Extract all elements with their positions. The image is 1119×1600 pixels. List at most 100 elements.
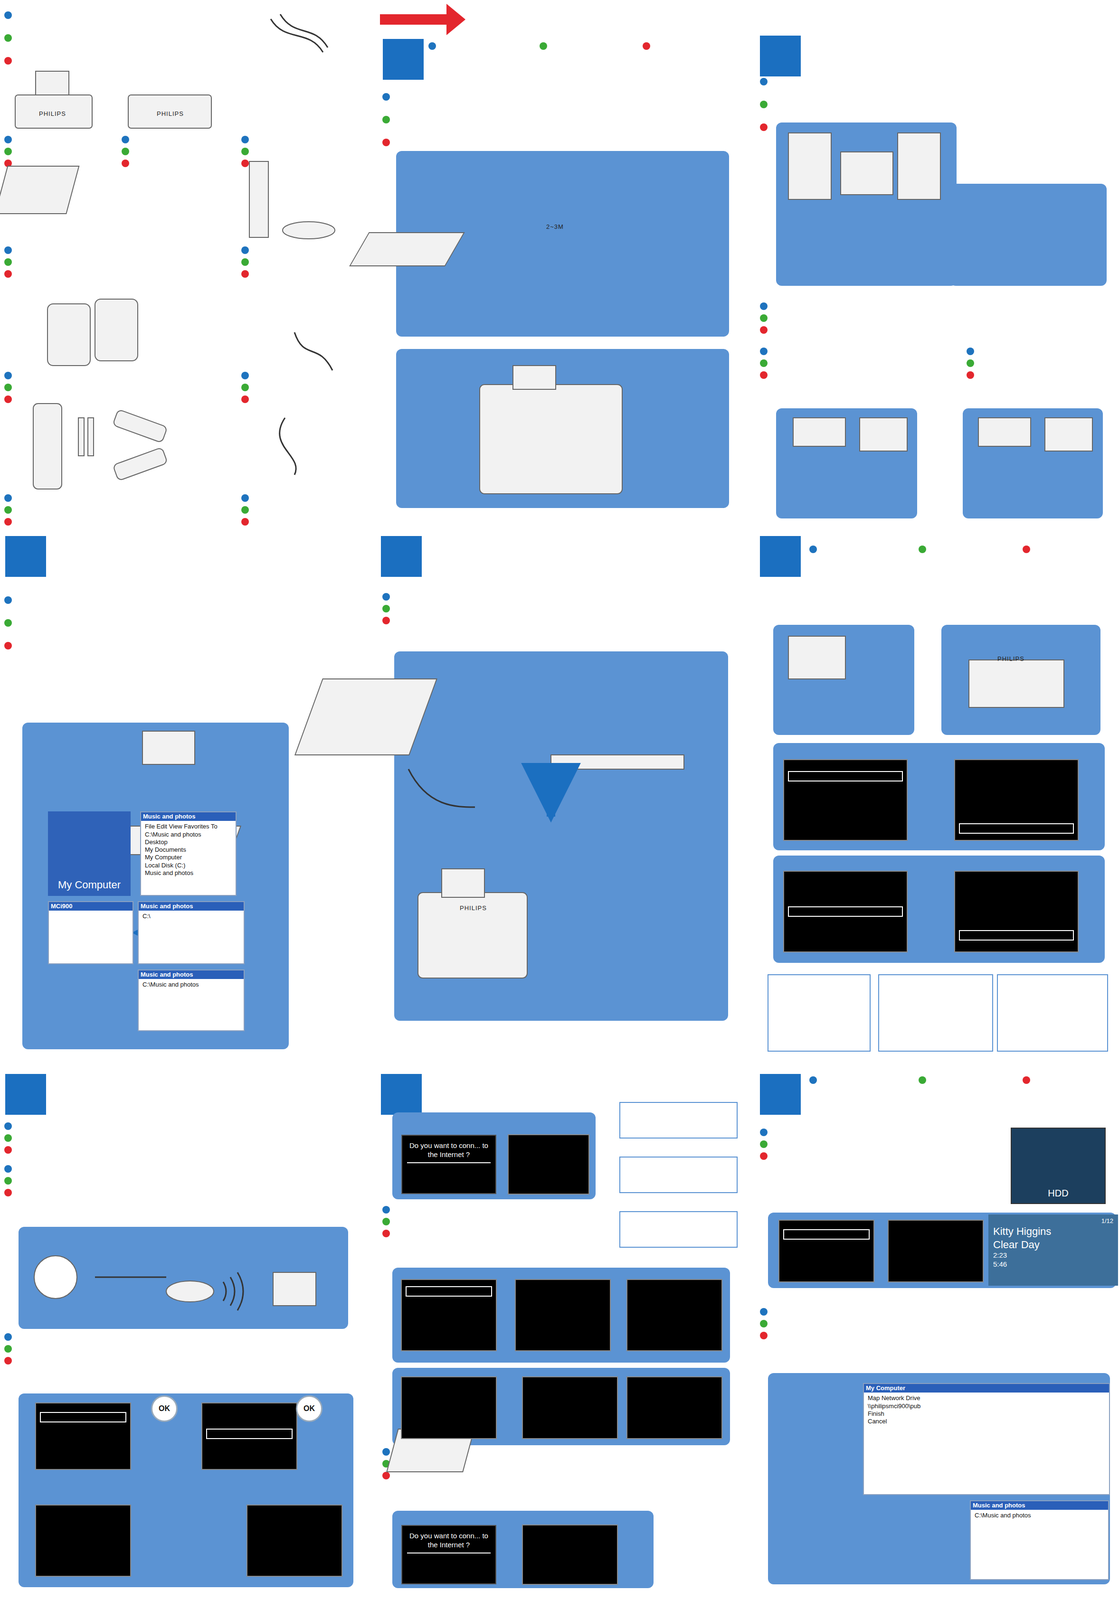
blue-panels (392, 1112, 596, 1200)
heading-dots (809, 1076, 817, 1085)
cables (294, 332, 333, 371)
color-dot-groups (759, 77, 768, 132)
color-dot-groups (121, 135, 130, 168)
screen-text: C:\Music and photos (144, 831, 232, 839)
device-drawings (793, 417, 846, 447)
step-squares (759, 1074, 801, 1116)
screen-text: 5:46 (993, 1260, 1114, 1270)
color-dot-groups (241, 135, 249, 168)
color-dot-groups (382, 1206, 390, 1238)
device-drawings (550, 755, 684, 770)
screens (35, 1403, 131, 1470)
screen-text: Kitty Higgins (993, 1225, 1114, 1239)
device-drawings (512, 365, 556, 390)
color-dot-groups (241, 371, 249, 404)
color-dot-groups (4, 1165, 12, 1197)
device-drawings (78, 417, 85, 456)
blue-panels (392, 1511, 654, 1589)
screen-text: Map Network Drive (867, 1394, 1106, 1403)
blue-panels (396, 349, 730, 509)
step-squares (380, 1074, 422, 1116)
screens (35, 1505, 131, 1577)
screen-bars (788, 771, 903, 782)
step-squares (759, 536, 801, 578)
dimension-label: 2~3M (546, 223, 564, 231)
device-drawings (273, 1272, 316, 1307)
color-dot-groups (4, 494, 12, 526)
color-dot-groups (4, 1333, 12, 1366)
screens (401, 1377, 497, 1440)
device-drawings (788, 132, 832, 200)
device-drawings (968, 660, 1064, 708)
step-squares (759, 35, 801, 77)
screens (515, 1280, 611, 1352)
network-drive-window: My ComputerMap Network Drive\\philipsmci… (862, 1383, 1110, 1496)
color-dot-groups (4, 1122, 12, 1155)
screens (508, 1135, 589, 1195)
device-drawings (282, 221, 335, 239)
heading-dots (809, 545, 817, 554)
screen-text: Local Disk (C:) (144, 862, 232, 870)
wifi-waves (237, 1272, 244, 1311)
blue-panels (949, 183, 1107, 286)
color-dot-groups (382, 93, 390, 147)
wifi-waves (230, 1277, 235, 1307)
screen-text: My Computer (57, 878, 121, 892)
screen-text: \\philipsmci900\pub (867, 1403, 1106, 1411)
color-dot-groups (4, 246, 12, 278)
device-drawings (47, 303, 91, 366)
screen-text: My Computer (863, 1384, 1110, 1394)
note-boxes (997, 975, 1108, 1052)
device-drawings (417, 892, 528, 979)
drag-arrow (133, 931, 138, 935)
device-drawings (15, 94, 93, 129)
screen-text: OK (158, 1404, 171, 1414)
desktop-screenshot: My Computer (47, 811, 131, 897)
device-drawings (897, 132, 941, 200)
screen-text: Clear Day (993, 1238, 1114, 1252)
move-arrow (546, 786, 556, 817)
screen-bars (40, 771, 1074, 1440)
color-dot-groups (4, 135, 12, 168)
screen-text: Music and photos (144, 869, 232, 878)
screen-text: C:\Music and photos (974, 1512, 1105, 1520)
screen-text: C:\Music and photos (142, 981, 240, 989)
screens (954, 759, 1079, 841)
brand-logo: PHILIPS (38, 110, 67, 118)
heading-dots (428, 42, 437, 50)
screens (401, 1280, 497, 1352)
screen-text: MCi900 (48, 902, 133, 911)
cables (408, 769, 475, 808)
color-dot-groups (759, 1128, 768, 1161)
step-squares (382, 38, 424, 80)
brand-logo: PHILIPS (997, 655, 1025, 663)
heading-dots (539, 42, 548, 50)
step-squares (5, 1074, 47, 1116)
wifi-waves (223, 1282, 227, 1302)
cables (280, 14, 328, 48)
blue-panels (776, 122, 957, 286)
color-dot-groups (4, 11, 12, 65)
screens (626, 1280, 722, 1352)
screens (778, 1220, 874, 1283)
device-drawings (113, 447, 168, 482)
screen-text: Do you want to conn... to the Internet ? (407, 1532, 491, 1555)
color-dot-groups (241, 494, 249, 526)
step-squares (380, 536, 422, 578)
note-boxes (619, 1157, 738, 1194)
screen-bars (959, 930, 1074, 941)
blue-panels (941, 625, 1101, 736)
screen-text: C:\ (142, 912, 240, 921)
now-playing-screen: 1/12Kitty HigginsClear Day2:235:46 (988, 1214, 1119, 1287)
blue-panels (773, 625, 915, 736)
blue-panels (18, 1227, 349, 1330)
screens (626, 1377, 722, 1440)
screen-text: OK (303, 1404, 315, 1414)
cables (94, 14, 475, 1278)
color-dot-groups (382, 593, 390, 625)
step-squares (5, 35, 801, 1116)
screen-text: 1/12 (1101, 1217, 1114, 1226)
explorer-window: Music and photosFile Edit View Favorites… (140, 811, 237, 897)
home-screen: HDD (1010, 1128, 1106, 1205)
